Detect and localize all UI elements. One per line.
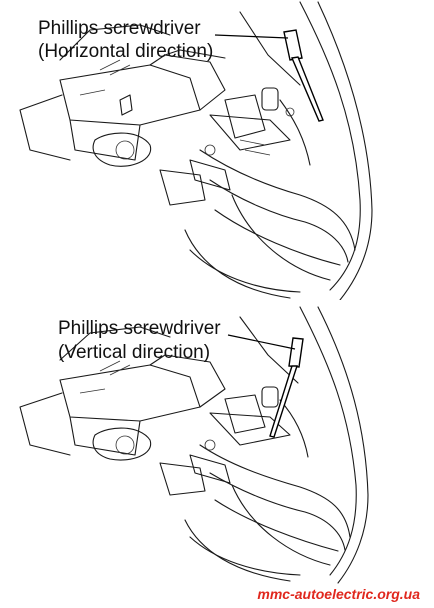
caption-line-2: (Horizontal direction) [38,41,214,62]
diagram-horizontal-adjustment: Phillips screwdriver (Horizontal directi… [0,0,434,300]
screwdriver-icon [269,337,304,438]
watermark: mmc-autoelectric.org.ua [257,586,420,602]
caption-line-1: Phillips screwdriver [58,318,221,339]
engine-bay-drawing-bottom [19,306,369,584]
screwdriver-icon [283,29,324,122]
diagram-vertical-adjustment: Phillips screwdriver (Vertical direction… [0,305,434,585]
caption-line-2: (Vertical direction) [58,342,211,363]
caption-line-1: Phillips screwdriver [38,18,201,39]
engine-bay-drawing-top [19,1,373,300]
